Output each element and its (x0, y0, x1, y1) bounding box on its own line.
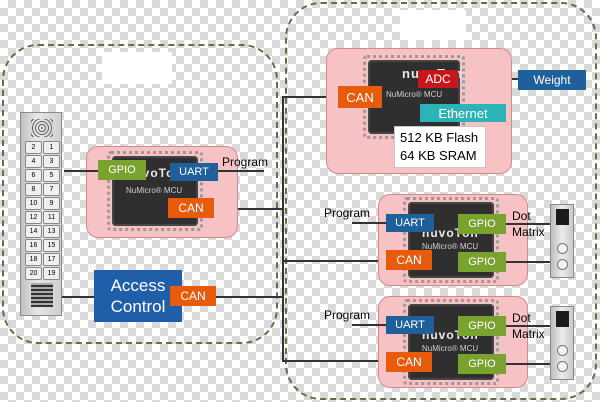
chip-subtitle: NuMicro® MCU (126, 186, 183, 195)
floor-key[interactable]: 2 (25, 141, 42, 154)
floor-call-panel (550, 204, 574, 278)
speaker-grille (31, 119, 53, 137)
car-region (2, 44, 278, 344)
call-up-button[interactable] (557, 345, 568, 356)
car-can-block: CAN (168, 198, 214, 218)
floor-key[interactable]: 19 (43, 267, 60, 280)
floor-call-panel (550, 306, 574, 380)
car-program-link (218, 170, 264, 172)
call-down-button[interactable] (557, 361, 568, 372)
floor-program-link (352, 222, 386, 224)
can-bus-to-main (282, 96, 338, 98)
floor-key[interactable]: 10 (25, 197, 42, 210)
floor-program-label: Program (324, 206, 371, 220)
floor-key[interactable]: 13 (43, 225, 60, 238)
floor-button-link (506, 363, 550, 365)
sram-label: 64 KB SRAM (400, 148, 477, 163)
weight-sensor-block: Weight (518, 70, 586, 90)
floor-gpio-bottom-block: GPIO (458, 354, 506, 374)
floor-key[interactable]: 12 (25, 211, 42, 224)
floor-key[interactable]: 8 (25, 183, 42, 196)
floor-dot-label: Dot Matrix (512, 209, 545, 239)
floor-key[interactable]: 5 (43, 169, 60, 182)
floor-key[interactable]: 17 (43, 253, 60, 266)
main-can-block: CAN (338, 86, 382, 108)
card-reader-link (62, 296, 94, 298)
call-down-button[interactable] (557, 259, 568, 270)
access-line2: Control (110, 297, 166, 316)
floor-can-block: CAN (386, 352, 432, 372)
can-bus-to-car (208, 208, 282, 210)
flash-label: 512 KB Flash (400, 130, 479, 145)
can-bus-to-floor2 (282, 360, 388, 362)
floor-key[interactable]: 3 (43, 155, 60, 168)
floor-uart-block: UART (386, 214, 434, 232)
car-uart-block: UART (170, 163, 218, 181)
floor-key[interactable]: 14 (25, 225, 42, 238)
floor-key[interactable]: 16 (25, 239, 42, 252)
car-keypad-link (64, 170, 98, 172)
floor-gpio-top-block: GPIO (458, 316, 506, 336)
card-reader (31, 283, 53, 307)
floor-key[interactable]: 7 (43, 183, 60, 196)
floor-key[interactable]: 20 (25, 267, 42, 280)
floor-key[interactable]: 18 (25, 253, 42, 266)
car-gpio-block: GPIO (98, 160, 146, 180)
floor-program-link (352, 324, 386, 326)
main-ethernet-block: Ethernet (420, 104, 506, 122)
access-can-block: CAN (170, 286, 216, 306)
floor-gpio-top-block: GPIO (458, 214, 506, 234)
floor-key[interactable]: 4 (25, 155, 42, 168)
dot-matrix-display (556, 311, 569, 327)
floor-uart-block: UART (386, 316, 434, 334)
floor-key[interactable]: 1 (43, 141, 60, 154)
floor-can-block: CAN (386, 250, 432, 270)
floor-gpio-bottom-block: GPIO (458, 252, 506, 272)
floor-button-link (506, 261, 550, 263)
access-control-block: Access Control (94, 270, 182, 322)
controller-region-label (400, 10, 466, 40)
floor-dot-link (506, 325, 550, 327)
car-program-label: Program (222, 155, 269, 169)
car-region-label (102, 52, 172, 84)
memory-box: 512 KB Flash 64 KB SRAM (394, 126, 486, 168)
can-bus-to-floor1 (282, 260, 388, 262)
floor-key[interactable]: 9 (43, 197, 60, 210)
floor-program-label: Program (324, 308, 371, 322)
floor-dot-label: Dot Matrix (512, 311, 545, 341)
can-bus-to-access (206, 296, 282, 298)
controller-region (285, 2, 597, 400)
can-bus-vertical (282, 96, 284, 360)
call-up-button[interactable] (557, 243, 568, 254)
dot-matrix-display (556, 209, 569, 225)
chip-subtitle: NuMicro® MCU (386, 90, 443, 99)
floor-key[interactable]: 6 (25, 169, 42, 182)
main-adc-block: ADC (418, 70, 458, 88)
floor-key[interactable]: 15 (43, 239, 60, 252)
access-line1: Access (110, 276, 166, 295)
floor-key[interactable]: 11 (43, 211, 60, 224)
floor-dot-link (506, 223, 550, 225)
